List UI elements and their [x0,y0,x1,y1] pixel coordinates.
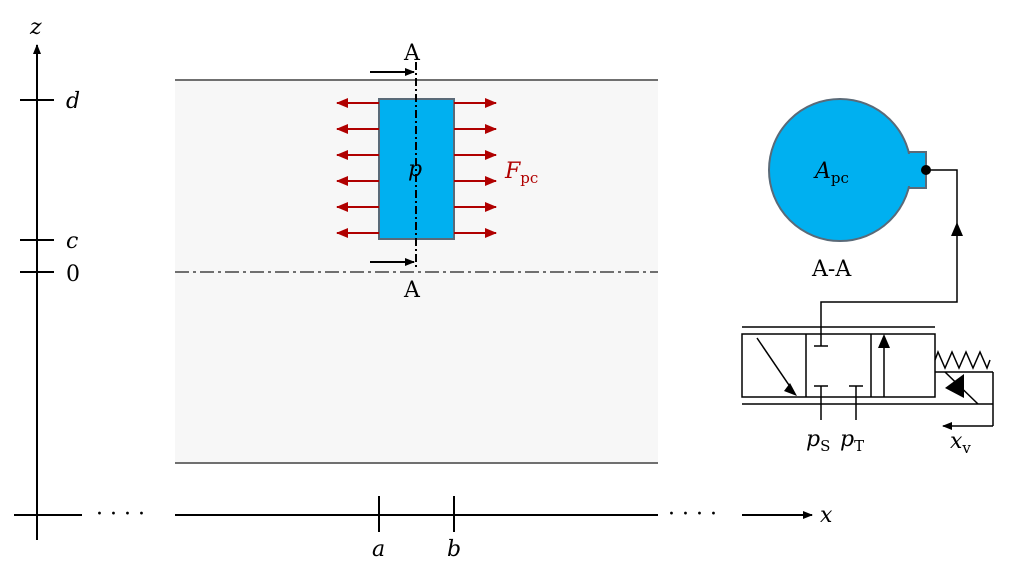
z-tick-label-c: c [66,229,78,254]
x-axis-label: x [820,503,833,528]
connection-line [820,169,958,334]
z-tick-label-0: 0 [66,262,80,287]
valve-left-arrowhead [784,383,797,396]
valve-symbol [741,326,994,426]
section-marker-bottom: A [403,278,421,303]
x-axis-dots-right: · · · · [668,502,717,527]
spool-position-label: xv [950,429,971,457]
z-tick-label-d: d [66,89,80,114]
force-arrows-right [454,98,497,238]
force-arrows-left [336,98,379,238]
x-tick-label-a: a [372,537,385,562]
section-marker-top: A [403,41,421,66]
supply-pressure-label: pS [806,427,830,455]
tank-pressure-label: pT [840,427,864,455]
valve-right-arrowhead [878,334,890,348]
area-label: Apc [813,159,849,187]
force-label: Fpc [504,159,538,187]
actuator-triangle [945,374,964,398]
section-view-label: A-A [811,257,852,282]
x-axis-dots-left: · · · · [96,502,145,527]
z-axis-label: z [29,15,42,40]
flow-arrow [951,222,963,236]
x-tick-label-b: b [447,537,461,562]
section-port-cover [895,154,924,186]
